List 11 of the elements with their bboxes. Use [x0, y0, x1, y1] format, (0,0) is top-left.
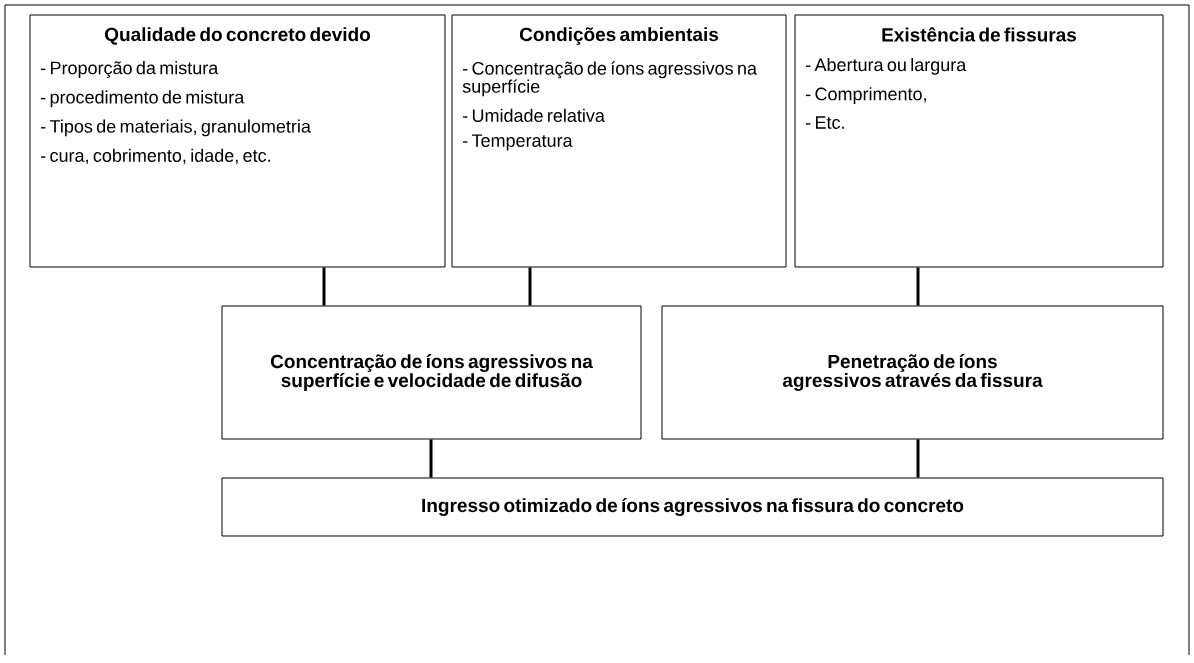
connector-line	[528, 267, 532, 306]
text-box: Penetração de íons agressivos através da fissura	[661, 305, 1164, 440]
text-box: Ingresso otimizado de íons agressivos na fissura do concreto	[221, 477, 1164, 537]
text-box: Existência de fissuras - Abertura ou largura - Comprimento, - Etc.	[794, 14, 1164, 268]
connector-line	[916, 439, 920, 478]
text-box: Qualidade do concreto devido - Proporção da mistura - procedimento de mistura - Tipos de materiais, granulometria - cura, cobrimento, idade, etc.	[29, 14, 446, 268]
connector-line	[916, 267, 920, 306]
connector-line	[322, 267, 326, 306]
text-box: Condições ambientais - Concentração de íons agressivos na superfície - Umidade relativa - Temperatura	[451, 14, 787, 268]
text-box: Concentração de íons agressivos na superfície e velocidade de difusão	[221, 305, 642, 440]
connector-line	[429, 439, 433, 478]
